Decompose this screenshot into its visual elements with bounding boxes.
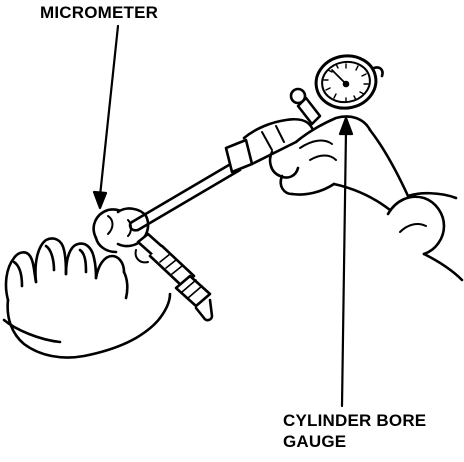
bore-gauge-rod [128, 160, 242, 232]
leader-lines [92, 24, 354, 408]
cylinder-bore-gauge-label-line1: CYLINDER BORE [283, 411, 427, 430]
micrometer-leader-line [98, 24, 120, 198]
dial-indicator [289, 54, 384, 126]
cylinder-bore-gauge-label: CYLINDER BORE GAUGE [283, 410, 426, 452]
micrometer-label: MICROMETER [40, 3, 159, 22]
micrometer [116, 207, 214, 322]
left-hand [2, 237, 172, 359]
sleeve-cuff [386, 195, 446, 256]
right-hand [268, 115, 464, 282]
dial-ticks [323, 63, 369, 103]
bore-gauge-arrowhead [338, 116, 354, 136]
cylinder-bore-gauge-label-line2: GAUGE [283, 432, 347, 451]
micrometer-arrowhead [92, 190, 108, 210]
micrometer-ratchet [194, 298, 214, 322]
bore-gauge-handle [224, 117, 314, 174]
bore-gauge-leader-line [340, 128, 348, 408]
dial-knob [289, 87, 307, 105]
micrometer-thimble [174, 274, 212, 308]
